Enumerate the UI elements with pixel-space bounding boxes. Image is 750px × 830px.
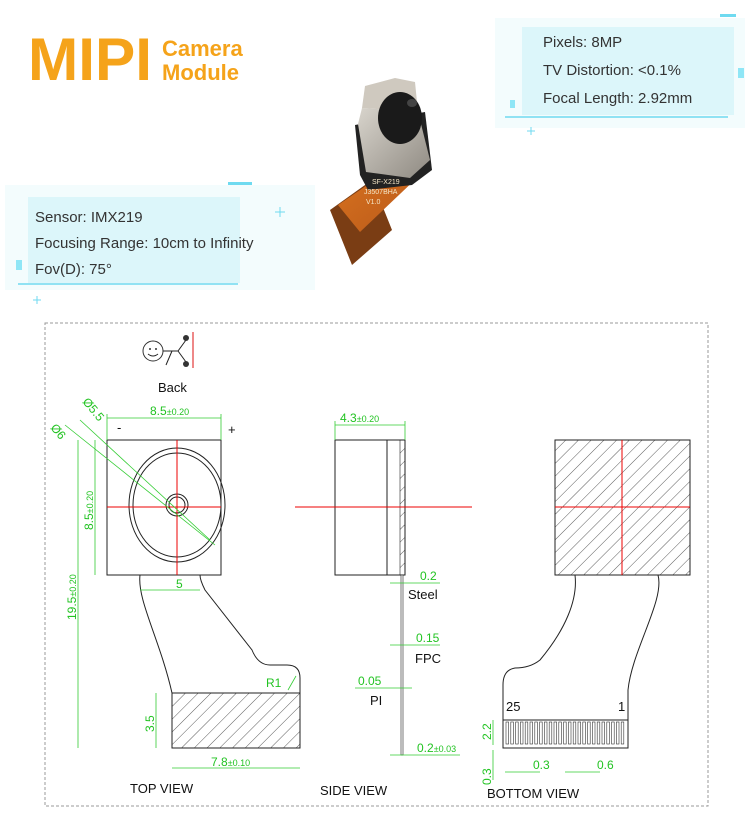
- spec-distortion: TV Distortion: <0.1%: [543, 62, 681, 79]
- connector-pin: [592, 721, 596, 745]
- connector-pin: [539, 721, 543, 745]
- pi-thickness-dim: 0.05: [358, 674, 382, 688]
- connector-pin: [616, 721, 620, 745]
- connector-pin: [568, 721, 572, 745]
- connector-pins: [505, 721, 625, 745]
- connector-pin: [620, 721, 625, 745]
- title-module: Module: [162, 60, 239, 85]
- connector-pin: [601, 721, 605, 745]
- neck-width-dim: 5: [176, 577, 183, 591]
- title-camera: Camera: [162, 36, 243, 61]
- drawing-frame: [44, 322, 709, 807]
- flex-marking-3: V1.0: [366, 199, 381, 206]
- connector-pin: [572, 721, 577, 745]
- connector-pin: [544, 721, 548, 745]
- title-mipi: MIPI: [28, 26, 152, 93]
- connector-pin: [558, 721, 562, 745]
- side-view: 4.3±0.20 0.2 Steel 0.15 FPC 0.05 PI 0.2±…: [295, 411, 472, 798]
- radius-dim: R1: [266, 676, 282, 690]
- spec-box-left: Sensor: IMX219 Focusing Range: 10cm to I…: [5, 182, 315, 304]
- title: MIPI Camera Module: [28, 26, 243, 93]
- spec-box-right: Pixels: 8MP TV Distortion: <0.1% Focal L…: [495, 14, 745, 135]
- flex-marking-1: SF-X219: [372, 179, 400, 186]
- connector-pin: [548, 721, 553, 745]
- top-view-title: TOP VIEW: [130, 781, 194, 796]
- pin-1-label: 1: [618, 699, 625, 714]
- plus-decor-icon: [33, 296, 41, 304]
- side-total-dim: 0.2±0.03: [417, 741, 456, 755]
- connector-pin: [515, 721, 519, 745]
- back-label: Back: [158, 380, 187, 395]
- pi-label: PI: [370, 693, 382, 708]
- connector-pin: [534, 721, 538, 745]
- spec-focal-length: Focal Length: 2.92mm: [543, 90, 692, 107]
- side-depth-dim: 4.3±0.20: [340, 411, 379, 425]
- pad-height-dim: 3.5: [143, 715, 157, 732]
- minus-sign: -: [117, 420, 121, 435]
- spec-pixels: Pixels: 8MP: [543, 34, 622, 51]
- plus-decor-icon: [527, 127, 535, 135]
- connector-pin: [524, 721, 529, 745]
- dia-inner-dim: Ø5.5: [80, 395, 108, 424]
- connector-pin: [611, 721, 615, 745]
- connector-pin: [563, 721, 567, 745]
- connector-pin: [505, 721, 509, 745]
- connector-pin: [553, 721, 557, 745]
- top-view: 8.5±0.20 - + Ø6 Ø5.5 8.5±0.20 19.5±0.20 …: [48, 395, 301, 796]
- side-view-title: SIDE VIEW: [320, 783, 388, 798]
- spec-sensor: Sensor: IMX219: [35, 209, 143, 226]
- camera-module-photo: SF-X219 J3507BHA V1.0: [330, 78, 432, 265]
- pin-pitch-dim: 0.6: [597, 758, 614, 772]
- connector-pin: [596, 721, 601, 745]
- fpc-thickness-dim: 0.15: [416, 631, 440, 645]
- spec-fov: Fov(D): 75°: [35, 261, 112, 278]
- connector-pin: [582, 721, 586, 745]
- pin-width-dim: 0.3: [533, 758, 550, 772]
- connector-pin: [587, 721, 591, 745]
- connector-pin: [606, 721, 610, 745]
- back-icon: [142, 332, 194, 368]
- connector-pin: [577, 721, 581, 745]
- connector-pin: [529, 721, 533, 745]
- edge-dim: 0.3: [480, 768, 494, 785]
- steel-thickness-dim: 0.2: [420, 569, 437, 583]
- spec-focusing-range: Focusing Range: 10cm to Infinity: [35, 235, 254, 252]
- connector-pin: [520, 721, 524, 745]
- plus-sign: +: [228, 422, 236, 437]
- pad-width-dim: 7.8±0.10: [211, 755, 250, 769]
- top-width-dim: 8.5±0.20: [150, 404, 189, 418]
- bottom-view: 25 1 2.2 0.3 0.3 0.6 BOTTOM VIEW: [480, 439, 691, 801]
- connector-pin: [510, 721, 514, 745]
- plus-decor-icon: [275, 207, 285, 217]
- steel-label: Steel: [408, 587, 438, 602]
- flex-marking-2: J3507BHA: [364, 189, 398, 196]
- fpc-label: FPC: [415, 651, 441, 666]
- pin-25-label: 25: [506, 699, 520, 714]
- bottom-view-title: BOTTOM VIEW: [487, 786, 580, 801]
- total-length-dim: 19.5±0.20: [65, 574, 79, 620]
- top-height-dim: 8.5±0.20: [82, 491, 96, 530]
- dia-outer-dim: Ø6: [48, 421, 69, 443]
- pin-length-dim: 2.2: [480, 723, 494, 740]
